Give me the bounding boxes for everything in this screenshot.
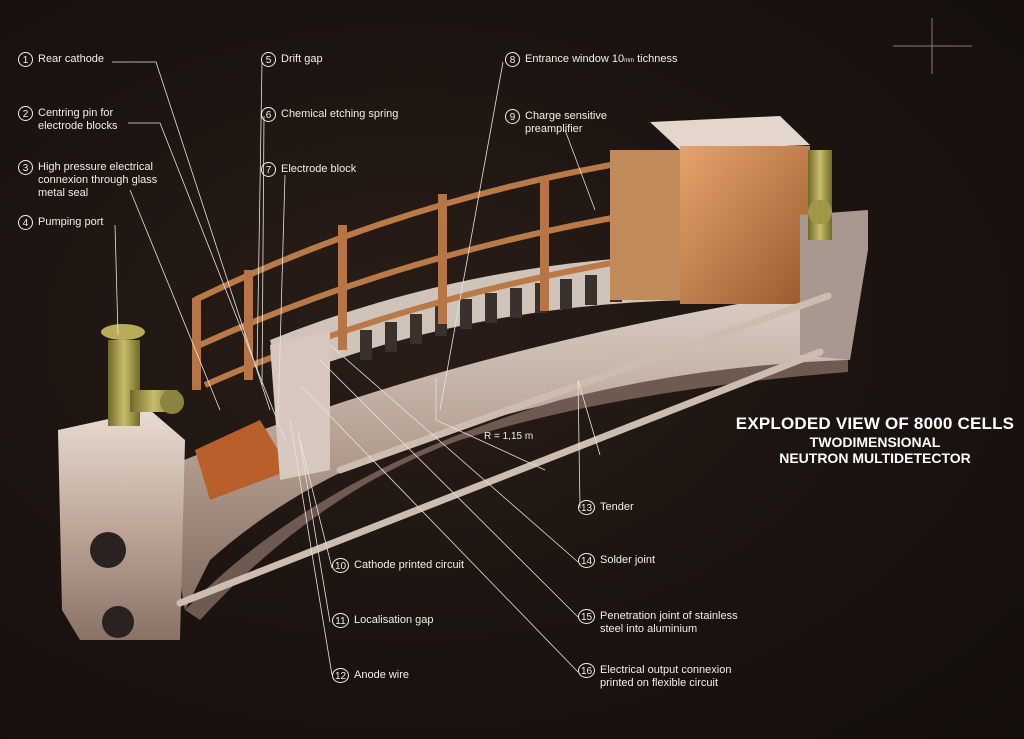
callout-label: Anode wire: [354, 669, 410, 681]
callout-label: Rear cathode: [38, 53, 105, 65]
callout-number: 12: [332, 668, 349, 683]
port-hole-1: [90, 532, 126, 568]
callout-number: 11: [332, 613, 349, 628]
title-line-1: EXPLODED VIEW OF 8000 CELLS: [735, 414, 1015, 433]
callout-number: 14: [578, 553, 595, 568]
callout-label-2: electrode blocks: [38, 120, 118, 132]
pumping-port: [101, 324, 184, 426]
callout-label: Cathode printed circuit: [354, 559, 465, 571]
callout-label: Charge sensitive: [525, 110, 607, 122]
callout-label: Chemical etching spring: [281, 108, 399, 120]
callout-number: 4: [18, 215, 33, 230]
callout-label: Localisation gap: [354, 614, 434, 626]
right-end-plate: [800, 210, 868, 360]
tender-rods: [176, 292, 832, 607]
callout-number: 16: [578, 663, 595, 678]
callout-label: Centring pin for: [38, 107, 114, 119]
radius-label: R = 1,15 m: [484, 431, 534, 442]
callout-label: Electrical output connexion: [600, 664, 732, 676]
crosshair-mark: [893, 18, 972, 74]
title-line-2: TWODIMENSIONAL: [809, 434, 941, 450]
callout-label: Pumping port: [38, 216, 104, 228]
callout-label-2: steel into aluminium: [600, 623, 698, 635]
left-end-block: [58, 410, 185, 640]
callout-label: Solder joint: [600, 554, 656, 566]
callout-number: 7: [261, 162, 276, 177]
callout-label-2: connexion through glass: [38, 174, 158, 186]
cathode-circuit: [195, 420, 290, 500]
callout-label-3: metal seal: [38, 187, 89, 199]
title-line-3: NEUTRON MULTIDETECTOR: [779, 450, 971, 466]
callout-number: 15: [578, 609, 595, 624]
inner-block: [270, 330, 330, 480]
callout-number: 13: [578, 500, 595, 515]
callout-label: High pressure electrical: [38, 161, 153, 173]
callout-number: 6: [261, 107, 276, 122]
callout-label: Entrance window 10mm tichness: [525, 53, 678, 65]
callout-label: Drift gap: [281, 53, 323, 65]
callout-number: 5: [261, 52, 276, 67]
callout-label: Tender: [600, 501, 634, 513]
callout-number: 2: [18, 106, 33, 121]
unit-mm: mm: [624, 58, 635, 64]
callout-label-2: printed on flexible circuit: [600, 677, 719, 689]
callout-label: Penetration joint of stainless: [600, 610, 738, 622]
port-hole-2: [102, 606, 134, 638]
callout-label: Electrode block: [281, 163, 357, 175]
right-fittings: [808, 150, 832, 240]
callout-number: 8: [505, 52, 520, 67]
callout-number: 9: [505, 109, 520, 124]
callout-number: 10: [332, 558, 349, 573]
callout-number: 1: [18, 52, 33, 67]
callout-label-2: preamplifier: [525, 123, 583, 135]
callout-number: 3: [18, 160, 33, 175]
preamplifier-box: [610, 116, 810, 304]
